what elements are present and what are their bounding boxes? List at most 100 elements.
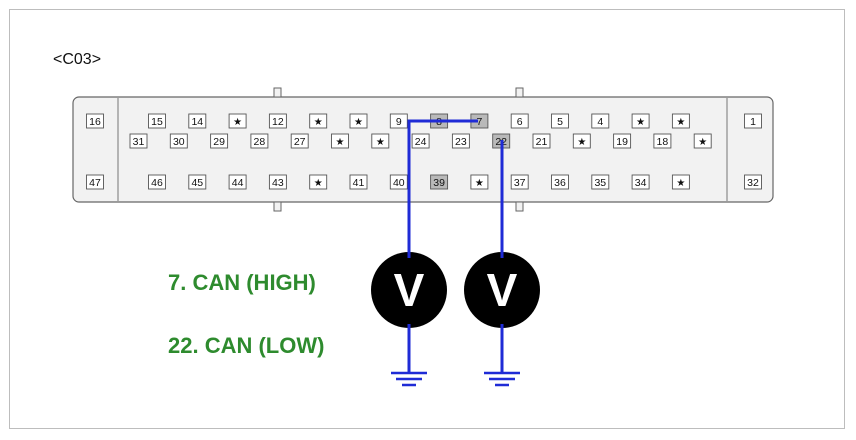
pin-46: 46 — [148, 174, 166, 190]
pin-box — [86, 174, 104, 190]
pin-star-cavity: ★ — [572, 133, 591, 149]
pin-label: ★ — [636, 117, 645, 128]
pin-label: 36 — [554, 177, 566, 189]
pin-box — [389, 113, 408, 129]
pin-16: 16 — [86, 113, 104, 129]
pin-box — [148, 174, 166, 190]
pin-label: 44 — [232, 177, 244, 189]
pin-label: ★ — [698, 137, 707, 148]
pin-label: 35 — [594, 177, 606, 189]
pin-19: 19 — [613, 133, 632, 149]
pin-label: 18 — [657, 136, 669, 148]
pin-label: 15 — [151, 116, 163, 128]
pin-box — [744, 174, 762, 190]
diagram-frame — [9, 9, 845, 429]
probe-wires — [407, 119, 504, 372]
pin-label: 34 — [635, 177, 647, 189]
pin-28: 28 — [250, 133, 269, 149]
pin-box — [671, 113, 690, 129]
pin-label: 14 — [191, 116, 203, 128]
pin-label: 9 — [396, 116, 402, 128]
pin-label: 16 — [89, 116, 101, 128]
pin-box — [268, 113, 287, 129]
pin-box — [169, 133, 188, 149]
pin-box — [210, 133, 229, 149]
pin-44: 44 — [228, 174, 247, 190]
pin-15: 15 — [148, 113, 166, 129]
pin-star-cavity: ★ — [470, 174, 489, 190]
connector-body — [72, 87, 774, 212]
pin-9: 9 — [389, 113, 408, 129]
latch-tab — [515, 201, 524, 212]
pin-box — [86, 113, 104, 129]
pin-label: 40 — [393, 177, 405, 189]
pin-star-cavity: ★ — [671, 174, 690, 190]
pin-box — [693, 133, 712, 149]
pin-47: 47 — [86, 174, 104, 190]
pin-label: ★ — [314, 117, 323, 128]
voltmeter-icon — [371, 252, 447, 328]
pin-label: 32 — [747, 177, 759, 189]
pin-label: 21 — [536, 136, 548, 148]
pin-35: 35 — [591, 174, 610, 190]
pin-box — [744, 113, 762, 129]
pin-label: ★ — [676, 117, 685, 128]
pin-label: 5 — [557, 116, 563, 128]
pin-box — [653, 133, 672, 149]
ground-icon — [484, 371, 520, 387]
connector-housing — [72, 96, 774, 203]
pin-star-cavity: ★ — [693, 133, 712, 149]
connector-id-label: <C03> — [53, 51, 102, 68]
pin-box — [591, 174, 610, 190]
pin-32: 32 — [744, 174, 762, 190]
pin-label: 37 — [514, 177, 526, 189]
pin-18: 18 — [653, 133, 672, 149]
pin-label: 46 — [151, 177, 163, 189]
pin-label: 23 — [455, 136, 467, 148]
pin-box — [268, 174, 287, 190]
pin-label: 27 — [294, 136, 306, 148]
voltmeter-symbol: V — [394, 264, 425, 316]
pin-label: 4 — [597, 116, 603, 128]
pin-label: 7 — [476, 116, 482, 128]
pin-label: 31 — [133, 136, 145, 148]
pin-43: 43 — [268, 174, 287, 190]
pin-24: 24 — [411, 133, 430, 149]
legend-can-high: 7. CAN (HIGH) — [168, 270, 316, 295]
pin-box — [250, 133, 269, 149]
pin-label: ★ — [354, 117, 363, 128]
pin-box — [411, 133, 430, 149]
legend-can-low: 22. CAN (LOW) — [168, 333, 325, 358]
pin-box — [551, 113, 569, 129]
pin-4: 4 — [591, 113, 610, 129]
pin-box — [129, 133, 148, 149]
pin-label: 12 — [272, 116, 284, 128]
pin-label: 30 — [173, 136, 185, 148]
pin-label: 39 — [433, 177, 445, 189]
pin-box — [290, 133, 309, 149]
pin-31: 31 — [129, 133, 148, 149]
pin-label: 6 — [517, 116, 523, 128]
pin-label: ★ — [577, 137, 586, 148]
voltmeter-high: V — [371, 252, 447, 328]
pin-box — [631, 113, 650, 129]
latch-tab — [515, 87, 524, 98]
pin-label: 45 — [191, 177, 203, 189]
pin-box — [430, 174, 449, 190]
pin-box — [349, 113, 368, 129]
pin-star-cavity: ★ — [349, 113, 368, 129]
wire-can-high — [407, 119, 478, 258]
pin-label: 43 — [272, 177, 284, 189]
pin-40: 40 — [389, 174, 408, 190]
pin-45: 45 — [188, 174, 207, 190]
pin-box — [148, 113, 166, 129]
pin-star-cavity: ★ — [371, 133, 390, 149]
pin-36: 36 — [551, 174, 569, 190]
pin-box — [331, 133, 349, 149]
pin-1: 1 — [744, 113, 762, 129]
pin-14: 14 — [188, 113, 207, 129]
voltmeter-low: V — [464, 252, 540, 328]
pin-label: 19 — [616, 136, 628, 148]
pin-34: 34 — [631, 174, 650, 190]
